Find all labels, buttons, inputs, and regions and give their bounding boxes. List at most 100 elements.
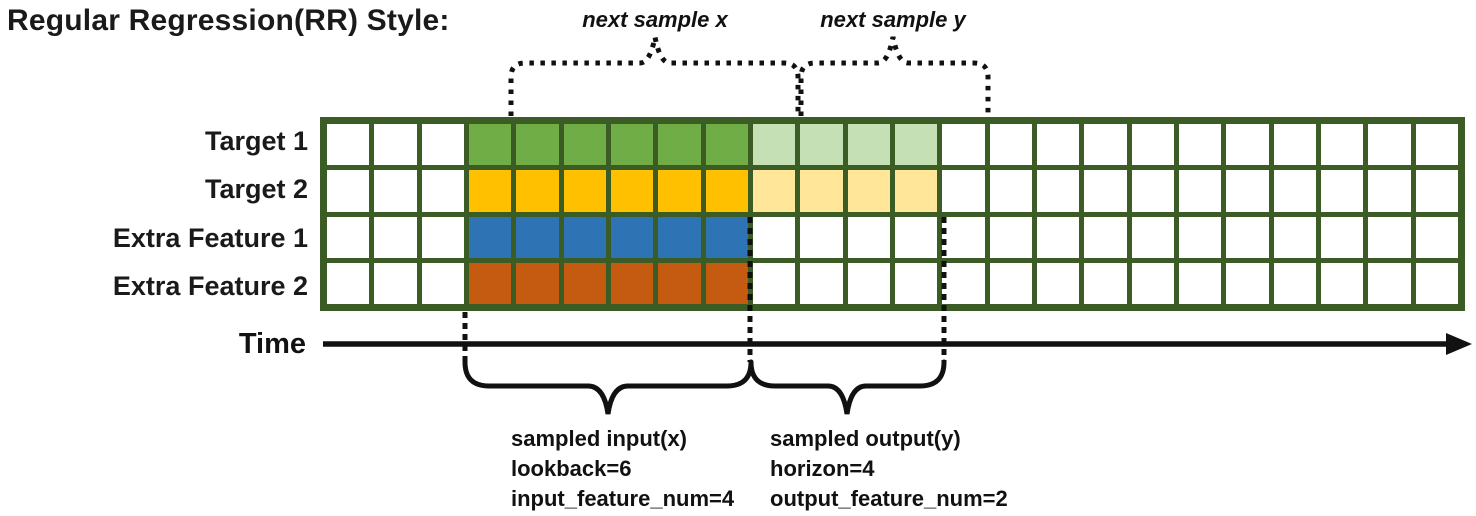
input-annotation-lookback: lookback=6 (511, 456, 632, 481)
grid-cell (658, 124, 701, 166)
input-annotation: sampled input(x) lookback=6 input_featur… (511, 424, 734, 514)
grid-cell (658, 170, 701, 212)
grid-cell (1415, 262, 1458, 304)
row-label-extra-feature-1: Extra Feature 1 (112, 222, 308, 253)
grid-cell (658, 216, 701, 258)
grid-cell (563, 216, 606, 258)
grid-cell (327, 216, 370, 258)
grid-cell (1226, 170, 1269, 212)
grid-cell (989, 262, 1032, 304)
grid-cell (942, 170, 985, 212)
grid-cell (1273, 262, 1316, 304)
row-label-target-1: Target 1 (204, 126, 308, 156)
output-annotation-title: sampled output(y) (770, 426, 961, 451)
grid-cell (374, 124, 417, 166)
grid-cell (989, 170, 1032, 212)
grid-cell (989, 124, 1032, 166)
grid-cell (610, 170, 654, 212)
grid-cell (1084, 262, 1127, 304)
grid-cell (894, 262, 938, 304)
grid-cell (752, 216, 796, 258)
grid-cell (847, 262, 890, 304)
grid-cell (1131, 170, 1174, 212)
grid-cell (847, 216, 890, 258)
grid-cell (1368, 262, 1411, 304)
grid-cell (800, 124, 843, 166)
grid-cell (516, 170, 559, 212)
grid-cell (374, 216, 417, 258)
grid-cell (468, 216, 512, 258)
grid-cell (327, 262, 370, 304)
grid-cell (705, 124, 748, 166)
grid-cell (516, 124, 559, 166)
grid-cell (1273, 216, 1316, 258)
grid-cell (1131, 124, 1174, 166)
grid-cell (563, 124, 606, 166)
grid-cell (374, 262, 417, 304)
grid-cell (1320, 216, 1364, 258)
grid-cell (705, 262, 748, 304)
grid-cell (327, 170, 370, 212)
grid-cell (1226, 262, 1269, 304)
grid-cell (847, 124, 890, 166)
grid-cell (1226, 216, 1269, 258)
sampled-input-brace (462, 359, 754, 415)
grid-cell (1084, 216, 1127, 258)
grid-cell (752, 262, 796, 304)
grid-cell (1273, 170, 1316, 212)
sample-grid (320, 117, 1465, 311)
grid-cell (610, 124, 654, 166)
grid-cell (989, 216, 1032, 258)
grid-cell (658, 262, 701, 304)
grid-cell (1368, 170, 1411, 212)
grid-cell (610, 216, 654, 258)
grid-cell (894, 216, 938, 258)
grid-cell (1178, 262, 1222, 304)
grid-cell (942, 216, 985, 258)
grid-cell (421, 262, 464, 304)
grid-cell (800, 170, 843, 212)
row-label-extra-feature-2: Extra Feature 2 (112, 271, 308, 301)
grid-cell (1178, 216, 1222, 258)
grid-cell (516, 262, 559, 304)
grid-cell (1320, 124, 1364, 166)
grid-cell (1084, 170, 1127, 212)
next-sample-x-brace (508, 36, 801, 116)
grid-cell (516, 216, 559, 258)
grid-cell (1084, 124, 1127, 166)
grid-cell (1131, 216, 1174, 258)
grid-cell (421, 124, 464, 166)
grid-cell (800, 262, 843, 304)
next-sample-y-label: next sample y (820, 7, 966, 32)
page-title: Regular Regression(RR) Style: (7, 4, 450, 37)
time-axis-arrowhead (1446, 333, 1472, 355)
grid-cell (1226, 124, 1269, 166)
grid-cell (1320, 170, 1364, 212)
grid-cell (705, 170, 748, 212)
grid-cell (847, 170, 890, 212)
grid-cell (1415, 124, 1458, 166)
input-annotation-feature-num: input_feature_num=4 (511, 486, 735, 511)
grid-cell (1036, 262, 1080, 304)
next-sample-x-label: next sample x (582, 7, 728, 32)
sampled-output-brace (748, 359, 947, 415)
grid-cell (421, 216, 464, 258)
input-annotation-title: sampled input(x) (511, 426, 688, 451)
grid-cell (563, 262, 606, 304)
grid-cell (468, 262, 512, 304)
grid-cell (1036, 216, 1080, 258)
grid-cell (1415, 216, 1458, 258)
grid-cell (1368, 124, 1411, 166)
output-annotation: sampled output(y) horizon=4 output_featu… (770, 424, 1008, 514)
grid-cell (800, 216, 843, 258)
grid-cell (1036, 124, 1080, 166)
grid-cell (752, 124, 796, 166)
time-label: Time (238, 328, 306, 360)
grid-cell (942, 124, 985, 166)
grid-cell (1368, 216, 1411, 258)
grid-cell (1178, 124, 1222, 166)
grid-cell (1320, 262, 1364, 304)
output-annotation-feature-num: output_feature_num=2 (770, 486, 1008, 511)
grid-cell (1178, 170, 1222, 212)
grid-cell (610, 262, 654, 304)
